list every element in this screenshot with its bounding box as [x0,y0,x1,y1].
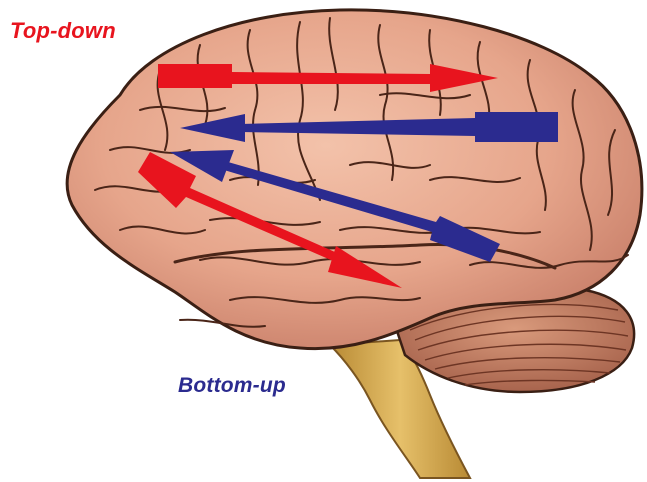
bottom-up-label: Bottom-up [178,374,286,398]
top-down-label: Top-down [10,18,116,44]
